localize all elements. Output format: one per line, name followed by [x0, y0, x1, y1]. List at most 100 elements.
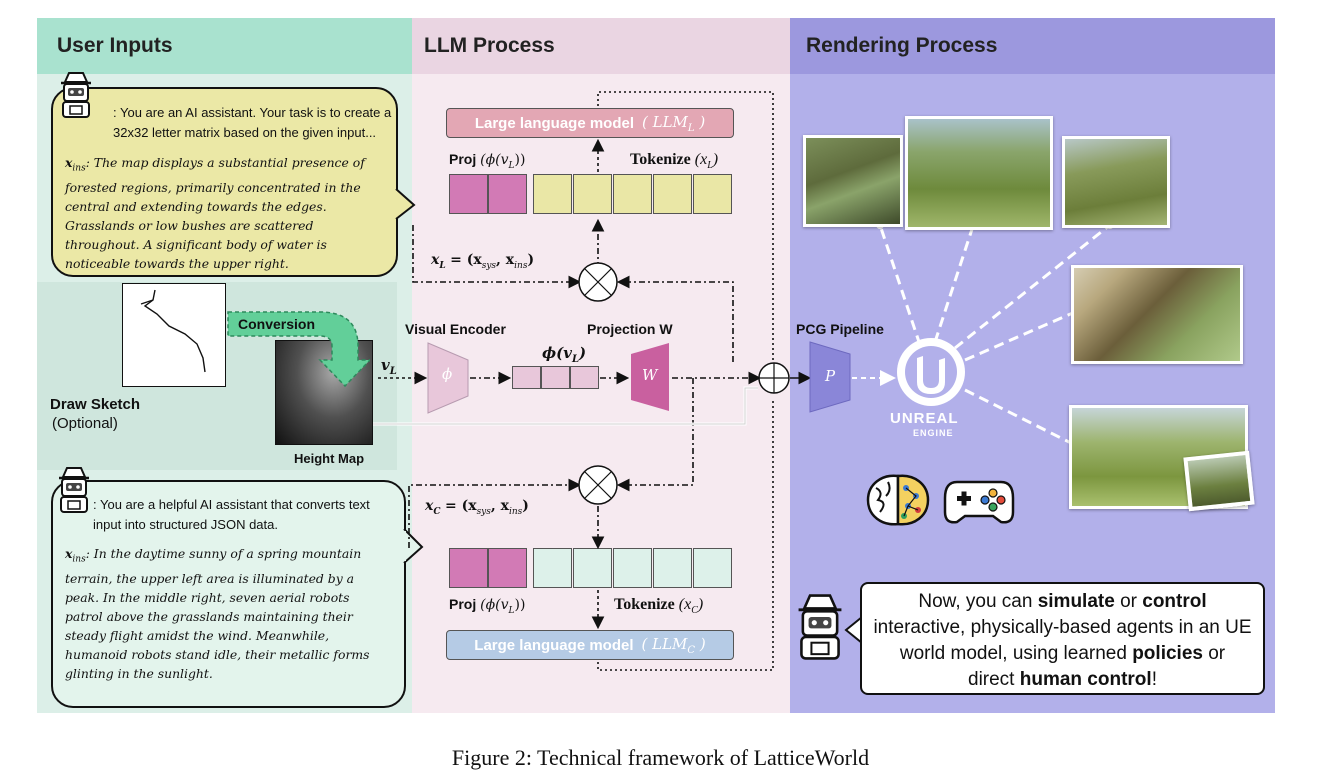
projection-w-block: [631, 343, 669, 411]
phi-label: ϕ: [442, 365, 453, 383]
robot-avatar-icon: [59, 467, 89, 513]
visual-token-cell: [541, 366, 570, 389]
llm-top-box: Large language model ( LLML ): [446, 108, 734, 138]
text-token-cell: [533, 174, 572, 214]
final-l3-c: or: [1202, 643, 1226, 664]
final-l1-b: simulate: [1037, 591, 1115, 612]
proj-top-math: (ϕ(vL)): [480, 152, 526, 171]
llm-bottom-math-sub: C: [687, 644, 696, 656]
text-token-cell: [613, 174, 652, 214]
llm-top-math-text: ( LLM: [642, 112, 688, 131]
proj-bottom-text: Proj: [449, 596, 477, 612]
xc-rhs: = (x: [444, 498, 477, 514]
xl-ins: ins: [514, 260, 528, 271]
tokenize-top-math-text: (x: [694, 151, 708, 168]
xl-sys: sys: [481, 260, 497, 271]
w-label: W: [642, 366, 658, 384]
robot-avatar-icon: [61, 72, 91, 118]
proj-token-cell: [488, 174, 527, 214]
final-l3-b: policies: [1132, 643, 1203, 664]
proj-bottom-label: Proj (ϕ(vL)): [449, 596, 525, 616]
visual-token-cell: [512, 366, 541, 389]
text-token-cell: [693, 174, 732, 214]
tokenize-top-text: Tokenize: [630, 151, 691, 168]
final-line-4: direct human control!: [862, 667, 1263, 693]
proj-token-cell: [449, 548, 488, 588]
proj-bottom-math-text: (ϕ(v: [480, 597, 509, 613]
final-line-1: Now, you can simulate or control: [862, 589, 1263, 615]
xc-sys: sys: [476, 506, 491, 517]
bubble-top-tail: [392, 188, 416, 220]
tokenize-top-math: (xL): [694, 151, 719, 172]
text-token-cell: [653, 174, 692, 214]
xc-sub: C: [433, 506, 441, 517]
engine-label: ENGINE: [913, 428, 954, 438]
proj-bottom-math: (ϕ(vL)): [480, 597, 526, 616]
pcg-pipeline-label: PCG Pipeline: [796, 321, 884, 337]
otimes-icon: [578, 465, 618, 505]
xc-equation: xC = (xsys, xins): [425, 498, 529, 517]
unreal-label: UNREAL: [890, 410, 959, 427]
final-line-3: world model, using learned policies or: [862, 641, 1263, 667]
tokenize-top-math-sub: L: [707, 160, 713, 172]
vl-base: v: [381, 356, 390, 374]
proj-bottom-math-sub: L: [508, 605, 515, 616]
xl-equation: xL = (xsys, xins): [431, 252, 535, 271]
bubble-top-ins-text: : The map displays a substantial presenc…: [65, 155, 365, 272]
unreal-engine-logo: [897, 338, 965, 406]
xl-sub: L: [439, 260, 446, 271]
llm-top-math: ( LLML ): [642, 112, 706, 134]
oplus-icon: [758, 362, 790, 394]
xl-rhs: = (x: [450, 252, 482, 268]
projection-w-label: Projection W: [587, 321, 673, 337]
conversion-label: Conversion: [238, 316, 316, 332]
gamepad-icon: [943, 480, 1015, 524]
bubble-top-intro: : You are an AI assistant. Your task is …: [113, 105, 392, 140]
text-token-cell: [613, 548, 652, 588]
text-token-cell: [573, 174, 612, 214]
llm-bottom-math-text: ( LLM: [641, 634, 688, 653]
final-statement-box: Now, you can simulate or control interac…: [860, 582, 1265, 695]
text-token-cell: [693, 548, 732, 588]
final-l4-b: human control: [1019, 669, 1152, 690]
phi-vl-sub: L: [571, 354, 579, 365]
vl-label: vL: [381, 356, 397, 377]
bubble-bottom-instruction: xins: In the daytime sunny of a spring m…: [65, 544, 383, 683]
optional-label: (Optional): [52, 415, 118, 432]
text-token-cell: [653, 548, 692, 588]
p-label: P: [825, 367, 836, 385]
system-prompt-bubble-bottom: : You are a helpful AI assistant that co…: [51, 480, 406, 708]
render-photo: [1071, 265, 1243, 364]
final-l4-c: !: [1151, 669, 1157, 690]
height-map-label: Height Map: [294, 451, 365, 466]
brain-icon: [866, 474, 930, 526]
xc-ins: ins: [509, 506, 523, 517]
tokenize-bottom-text: Tokenize: [614, 596, 675, 613]
phi-vl-text: ϕ(v: [542, 344, 572, 362]
proj-token-cell: [449, 174, 488, 214]
user-inputs-header: User Inputs: [37, 18, 412, 74]
visual-encoder-block: [427, 342, 469, 414]
conversion-arrow: [227, 311, 370, 388]
render-photo: [905, 116, 1053, 230]
text-token-cell: [533, 548, 572, 588]
llm-process-header: LLM Process: [412, 18, 790, 74]
tokenize-bottom-math-sub: C: [691, 605, 698, 617]
proj-token-cell: [488, 548, 527, 588]
visual-token-cell: [570, 366, 599, 389]
text-token-cell: [573, 548, 612, 588]
render-photo: [1183, 450, 1255, 512]
bubble-bottom-intro: : You are a helpful AI assistant that co…: [93, 497, 370, 532]
final-l4-a: direct: [968, 669, 1020, 690]
proj-top-math-sub: L: [508, 160, 515, 171]
final-l1-c: or: [1114, 591, 1143, 612]
llm-top-label: Large language model: [474, 114, 635, 132]
xc-base: x: [425, 498, 434, 514]
llm-bottom-label: Large language model: [474, 636, 634, 654]
phi-vl-label: ϕ(vL): [542, 344, 587, 365]
llm-top-math-sub: L: [687, 122, 695, 134]
llm-bottom-box: Large language model ( LLMC ): [446, 630, 734, 660]
system-prompt-bubble-top: : You are an AI assistant. Your task is …: [51, 87, 398, 277]
ins-label-bottom: x: [65, 546, 73, 561]
figure-caption: Figure 2: Technical framework of Lattice…: [451, 745, 870, 770]
